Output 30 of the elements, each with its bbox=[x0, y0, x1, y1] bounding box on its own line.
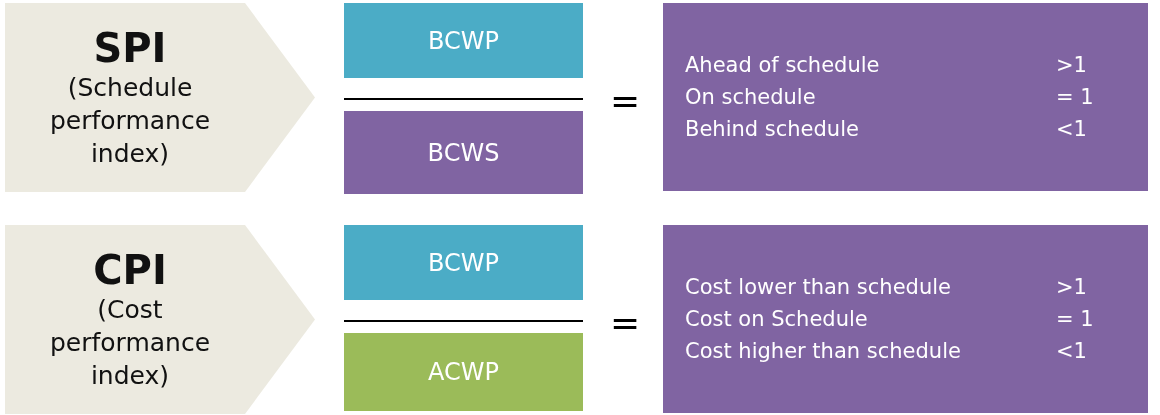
term-label: BCWP bbox=[428, 26, 499, 55]
condition-value: = 1 bbox=[1056, 306, 1095, 333]
condition-text: Behind schedule bbox=[685, 116, 860, 143]
condition-value: <1 bbox=[1056, 116, 1088, 143]
term-box bbox=[344, 333, 583, 411]
term-box bbox=[344, 3, 583, 78]
index-name: CPI bbox=[93, 247, 167, 293]
condition-text: Cost on Schedule bbox=[685, 306, 869, 333]
condition-value: >1 bbox=[1056, 274, 1088, 301]
term-box bbox=[344, 225, 583, 300]
term-label: ACWP bbox=[428, 358, 499, 386]
result-panel bbox=[663, 3, 1148, 191]
condition-value: >1 bbox=[1056, 52, 1088, 79]
chevron-panel bbox=[5, 3, 315, 192]
term-box bbox=[344, 111, 583, 194]
condition-text: Ahead of schedule bbox=[685, 52, 881, 79]
index-description: (Cost performance index) bbox=[48, 294, 212, 392]
chevron-panel bbox=[5, 225, 315, 414]
equals-sign: = bbox=[610, 80, 641, 121]
result-panel bbox=[663, 225, 1148, 413]
condition-text: Cost higher than schedule bbox=[685, 338, 962, 365]
condition-text: Cost lower than schedule bbox=[685, 274, 952, 301]
term-label: BCWP bbox=[428, 248, 499, 277]
condition-value: <1 bbox=[1056, 338, 1088, 365]
index-name: SPI bbox=[93, 25, 167, 71]
condition-value: = 1 bbox=[1056, 84, 1095, 111]
condition-text: On schedule bbox=[685, 84, 817, 111]
equals-sign: = bbox=[610, 302, 641, 343]
term-label: BCWS bbox=[427, 138, 500, 167]
index-description: (Schedule performance index) bbox=[48, 72, 212, 170]
